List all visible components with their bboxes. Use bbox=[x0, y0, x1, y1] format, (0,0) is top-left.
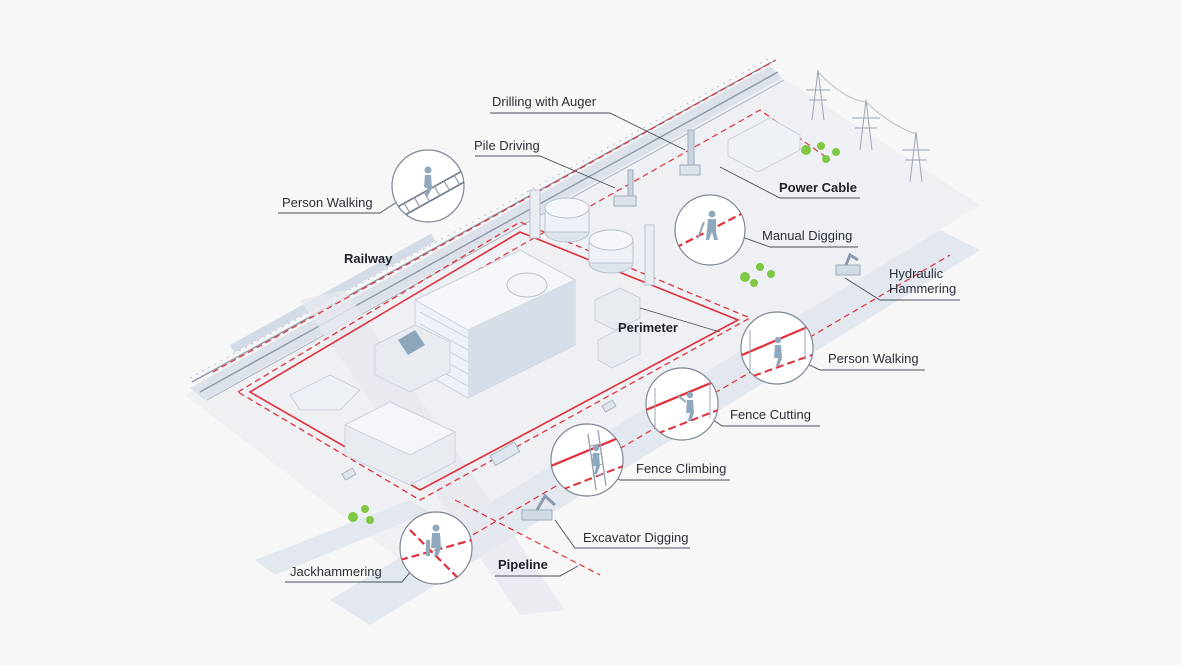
label-perimeter: Perimeter bbox=[618, 320, 678, 335]
fence-cutting-icon bbox=[677, 391, 694, 421]
label-drilling-with-auger: Drilling with Auger bbox=[492, 94, 597, 109]
drill-rig bbox=[679, 129, 701, 176]
callout-manual-digging bbox=[674, 194, 746, 266]
excavator-icon bbox=[521, 493, 557, 521]
storage-tanks bbox=[506, 189, 655, 298]
vehicles bbox=[341, 399, 617, 481]
label-railway: Railway bbox=[344, 251, 393, 266]
label-pipeline: Pipeline bbox=[498, 557, 548, 572]
tree-icon bbox=[348, 142, 840, 524]
callout-fence-cutting bbox=[645, 367, 719, 441]
jackhammer-icon bbox=[426, 524, 441, 556]
manual-digging-icon bbox=[697, 210, 718, 240]
callout-rail-person bbox=[391, 149, 465, 223]
label-fence-climbing: Fence Climbing bbox=[636, 461, 727, 476]
secondary-buildings bbox=[289, 117, 801, 486]
label-excavator-digging: Excavator Digging bbox=[583, 530, 689, 545]
fence-climbing-icon bbox=[592, 444, 600, 474]
callout-jackhammering bbox=[399, 511, 473, 585]
label-person-walking-rail: Person Walking bbox=[282, 195, 373, 210]
label-jackhammering: Jackhammering bbox=[290, 564, 382, 579]
callout-fence-climbing bbox=[550, 423, 624, 497]
power-tower-icon bbox=[806, 69, 930, 183]
label-hydraulic: Hydraulic bbox=[889, 266, 944, 281]
solar-panels bbox=[398, 330, 425, 355]
label-fence-cutting: Fence Cutting bbox=[730, 407, 811, 422]
label-person-walking-fence: Person Walking bbox=[828, 351, 919, 366]
hydraulic-hammer-vehicle bbox=[835, 252, 861, 276]
person-walking-icon bbox=[424, 166, 432, 196]
label-hammering: Hammering bbox=[889, 281, 957, 296]
callout-fence-walking bbox=[740, 311, 814, 385]
label-pile-driving: Pile Driving bbox=[474, 138, 540, 153]
label-power-cable: Power Cable bbox=[779, 180, 858, 195]
pile-driver bbox=[613, 169, 637, 207]
label-manual-digging: Manual Digging bbox=[762, 228, 853, 243]
